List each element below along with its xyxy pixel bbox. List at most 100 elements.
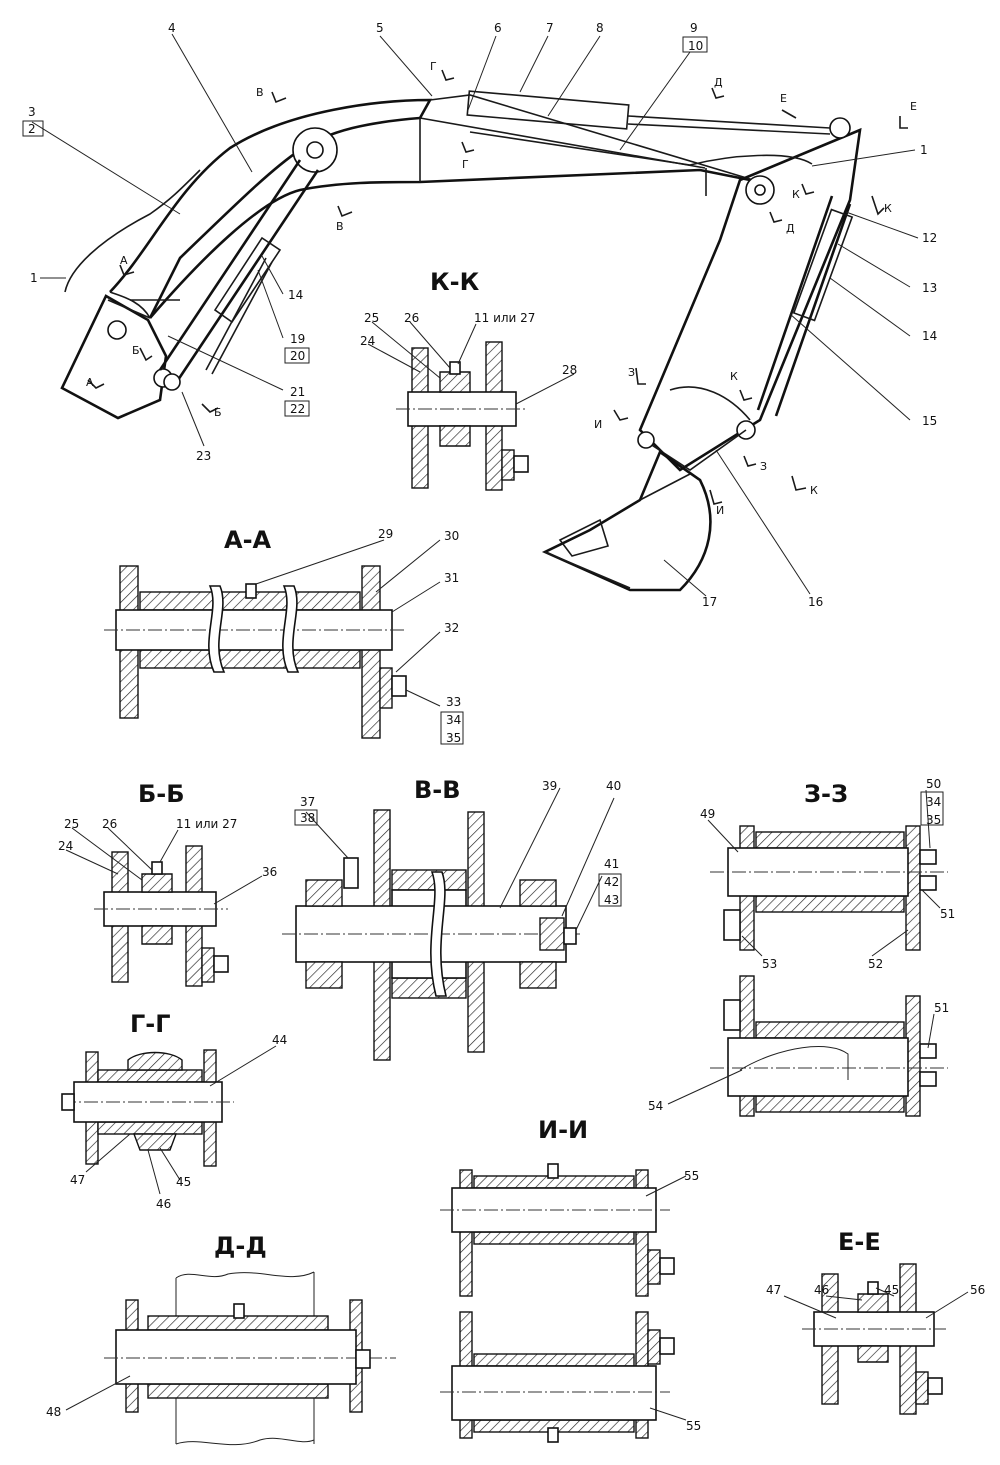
callout-7: 7	[546, 21, 554, 35]
cut-k2: К	[884, 202, 892, 215]
gg-label-45: 45	[176, 1175, 191, 1189]
section-bb: Б-Б 25 26 11 или 27 24 36	[58, 780, 277, 987]
gg-label-47: 47	[70, 1173, 85, 1187]
zz-label-52: 52	[868, 957, 883, 971]
dd-label-48: 48	[46, 1405, 61, 1419]
vv-label-40: 40	[606, 779, 621, 793]
aa-label-32: 32	[444, 621, 459, 635]
bb-label-11: 11 или 27	[176, 817, 237, 831]
callout-8: 8	[596, 21, 604, 35]
aa-label-34: 34	[446, 713, 461, 727]
section-ee: Е-Е 47 46 45 56	[766, 1228, 985, 1415]
cut-d2: Д	[786, 222, 795, 235]
callout-15: 15	[922, 414, 937, 428]
stick-cylinder	[466, 90, 831, 135]
callout-14-right: 14	[922, 329, 937, 343]
zz-label-49: 49	[700, 807, 715, 821]
zz-label-35: 35	[926, 813, 941, 827]
section-dd: Д-Д 48	[46, 1232, 396, 1446]
section-zz: З-З 49 50 34	[648, 777, 955, 1117]
main-view: А А Б Б В В Г Г Д Д Е Е К К К К З З И И	[22, 21, 937, 609]
kk-label-24: 24	[360, 334, 375, 348]
callout-20: 20	[290, 349, 305, 363]
cut-b2: Б	[214, 406, 222, 419]
section-gg: Г-Г 44 47 45 46	[61, 1010, 287, 1211]
ii-label-55-lower: 55	[686, 1419, 701, 1433]
cut-e1: Е	[780, 92, 787, 105]
hoe-bucket	[541, 450, 712, 592]
kk-label-25: 25	[364, 311, 379, 325]
cut-a2: А	[86, 376, 94, 389]
cut-z1: З	[628, 366, 635, 379]
section-kk-title: К-К	[430, 268, 480, 296]
zz-label-54: 54	[648, 1099, 663, 1113]
bb-label-24: 24	[58, 839, 73, 853]
zz-label-51-upper: 51	[940, 907, 955, 921]
callout-10: 10	[688, 39, 703, 53]
vv-label-37: 37	[300, 795, 315, 809]
callout-5: 5	[376, 21, 384, 35]
callout-22: 22	[290, 402, 305, 416]
cut-e2: Е	[910, 100, 917, 113]
callout-12: 12	[922, 231, 937, 245]
callout-2: 2	[28, 122, 36, 136]
callout-21: 21	[290, 385, 305, 399]
ee-label-46: 46	[814, 1283, 829, 1297]
cut-g1: Г	[430, 60, 437, 73]
vv-label-43: 43	[604, 893, 619, 907]
section-zz-title: З-З	[804, 780, 848, 808]
zz-label-51-lower: 51	[934, 1001, 949, 1015]
callout-13: 13	[922, 281, 937, 295]
hose-left	[64, 169, 201, 293]
section-vv-title: В-В	[414, 776, 461, 804]
cut-a1: А	[120, 254, 128, 267]
front-bucket	[60, 294, 168, 420]
callout-6: 6	[494, 21, 502, 35]
callout-14-left: 14	[288, 288, 303, 302]
stick-arm	[638, 127, 862, 472]
section-aa-title: А-А	[224, 526, 272, 554]
section-kk: К-К 25 26 11 или 27 24 28	[360, 268, 577, 491]
cut-v2: В	[336, 220, 344, 233]
cut-g2: Г	[462, 158, 469, 171]
zz-label-53: 53	[762, 957, 777, 971]
callout-19: 19	[290, 332, 305, 346]
ee-label-56: 56	[970, 1283, 985, 1297]
vv-label-38: 38	[300, 811, 315, 825]
bb-label-25: 25	[64, 817, 79, 831]
section-gg-title: Г-Г	[130, 1010, 171, 1038]
bb-label-26: 26	[102, 817, 117, 831]
aa-label-33: 33	[446, 695, 461, 709]
cut-i2: И	[716, 504, 724, 517]
callout-1-right: 1	[920, 143, 928, 157]
section-vv: В-В 37 38 39 40 41 42 43	[282, 776, 622, 1061]
ee-label-47: 47	[766, 1283, 781, 1297]
kk-label-28: 28	[562, 363, 577, 377]
cut-b1: Б	[132, 344, 140, 357]
zz-label-50: 50	[926, 777, 941, 791]
cut-k1: К	[792, 188, 800, 201]
bucket-cylinder	[736, 195, 854, 440]
aa-label-31: 31	[444, 571, 459, 585]
bb-label-36: 36	[262, 865, 277, 879]
cut-k3: К	[730, 370, 738, 383]
kk-label-11: 11 или 27	[474, 311, 535, 325]
callout-17: 17	[702, 595, 717, 609]
section-dd-title: Д-Д	[214, 1232, 267, 1260]
section-bb-title: Б-Б	[138, 780, 185, 808]
vv-label-39: 39	[542, 779, 557, 793]
kk-label-26: 26	[404, 311, 419, 325]
callout-3: 3	[28, 105, 36, 119]
vv-label-41: 41	[604, 857, 619, 871]
hose-arm	[469, 131, 813, 166]
gg-label-44: 44	[272, 1033, 287, 1047]
main-boom	[109, 98, 433, 319]
aa-label-29: 29	[378, 527, 393, 541]
aa-label-35: 35	[446, 731, 461, 745]
section-aa: А-А 29 30 31 32 33 34 35	[104, 526, 464, 745]
aa-label-30: 30	[444, 529, 459, 543]
cut-k4: К	[810, 484, 818, 497]
callout-16: 16	[808, 595, 823, 609]
cut-v1: В	[256, 86, 264, 99]
